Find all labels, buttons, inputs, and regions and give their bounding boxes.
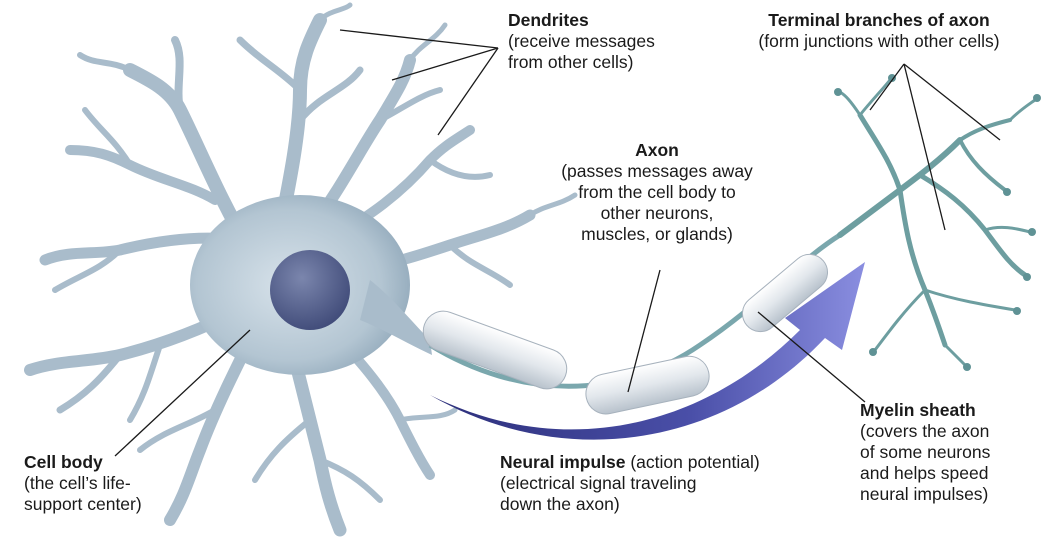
- myelin-title: Myelin sheath: [860, 400, 1038, 421]
- impulse-title-suffix: (action potential): [625, 452, 759, 472]
- axon-label: Axon (passes messages away from the cell…: [538, 140, 776, 245]
- axon-desc: (passes messages away from the cell body…: [538, 161, 776, 245]
- cellbody-desc: (the cell’s life- support center): [24, 473, 142, 515]
- impulse-desc: (electrical signal traveling down the ax…: [500, 473, 760, 515]
- neural-impulse-label: Neural impulse (action potential) (elect…: [500, 452, 760, 515]
- nucleus: [270, 250, 350, 330]
- terminal-desc: (form junctions with other cells): [718, 31, 1040, 52]
- dendrites-label: Dendrites (receive messages from other c…: [508, 10, 655, 73]
- cell-body-label: Cell body (the cell’s life- support cent…: [24, 452, 142, 515]
- dendrites-title: Dendrites: [508, 10, 655, 31]
- dendrites-desc: (receive messages from other cells): [508, 31, 655, 73]
- terminal-title: Terminal branches of axon: [718, 10, 1040, 31]
- cellbody-title: Cell body: [24, 452, 142, 473]
- impulse-title: Neural impulse: [500, 452, 625, 472]
- axon-title: Axon: [538, 140, 776, 161]
- terminal-branches-label: Terminal branches of axon (form junction…: [718, 10, 1040, 52]
- myelin-sheath-label: Myelin sheath (covers the axon of some n…: [860, 400, 1038, 505]
- myelin-desc: (covers the axon of some neurons and hel…: [860, 421, 1038, 505]
- terminal-branches: [840, 80, 1035, 365]
- myelin-segments: [418, 247, 835, 418]
